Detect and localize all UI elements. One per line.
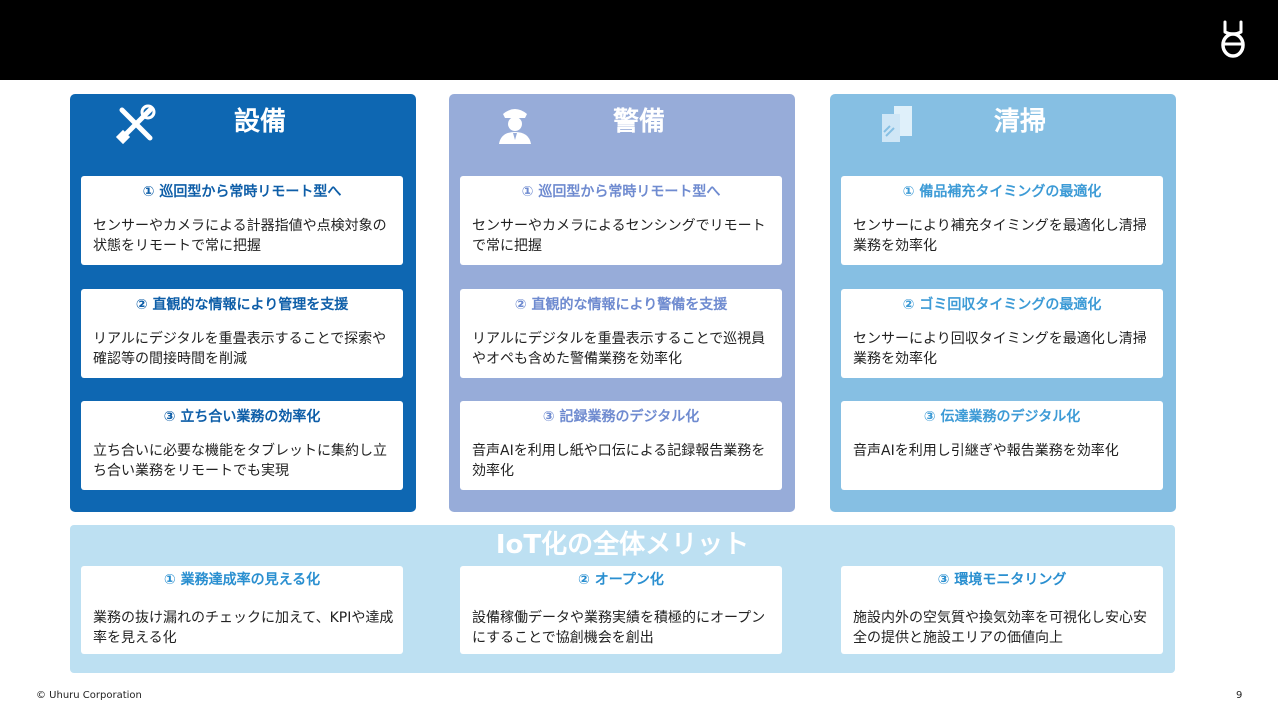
card-body: センサーにより補充タイミングを最適化し清掃業務を効率化: [853, 218, 1147, 254]
top-banner: [0, 0, 1278, 80]
feature-card: ③ 立ち合い業務の効率化 立ち合いに必要な機能をタブレットに集約し立ち合い業務を…: [81, 401, 403, 490]
card-title: ② オープン化: [578, 572, 664, 588]
feature-card: ② ゴミ回収タイミングの最適化 センサーにより回収タイミングを最適化し清掃業務を…: [841, 289, 1163, 378]
card-body: リアルにデジタルを重畳表示することで探索や確認等の間接時間を削減: [93, 331, 387, 367]
column-security: 警備 ① 巡回型から常時リモート型へ センサーやカメラによるセンシングでリモート…: [449, 94, 795, 512]
column-header: 清掃: [830, 94, 1176, 154]
card-body: 施設内外の空気質や換気効率を可視化し安心安全の提供と施設エリアの価値向上: [853, 610, 1147, 646]
card-title: ② ゴミ回収タイミングの最適化: [902, 297, 1102, 313]
card-title: ① 備品補充タイミングの最適化: [902, 184, 1102, 200]
feature-card: ① 巡回型から常時リモート型へ センサーやカメラによる計器指値や点検対象の状態を…: [81, 176, 403, 265]
card-title: ③ 伝達業務のデジタル化: [923, 409, 1081, 425]
uhuru-logo-icon: [1221, 20, 1245, 58]
card-body: 業務の抜け漏れのチェックに加えて、KPIや達成率を見える化: [93, 610, 394, 646]
card-title: ③ 環境モニタリング: [937, 572, 1067, 588]
security-guard-icon: [499, 109, 531, 144]
card-title: ③ 立ち合い業務の効率化: [163, 409, 321, 425]
card-title: ② 直観的な情報により管理を支援: [135, 297, 349, 313]
card-body: センサーやカメラによる計器指値や点検対象の状態をリモートで常に把握: [93, 218, 387, 254]
card-body: 立ち合いに必要な機能をタブレットに集約し立ち合い業務をリモートでも実現: [93, 443, 387, 479]
card-title: ① 巡回型から常時リモート型へ: [521, 184, 721, 200]
merit-card: ③ 環境モニタリング 施設内外の空気質や換気効率を可視化し安心安全の提供と施設エ…: [841, 566, 1163, 654]
card-body: 設備稼働データや業務実績を積極的にオープンにすることで協創機会を創出: [472, 610, 766, 646]
card-body: 音声AIを利用し引継ぎや報告業務を効率化: [853, 443, 1119, 459]
section-title: IoT化の全体メリット: [495, 530, 750, 560]
page-number: 9: [1236, 690, 1243, 701]
column-header: 設備: [70, 94, 416, 154]
card-title: ① 業務達成率の見える化: [163, 572, 321, 588]
merit-card: ② オープン化 設備稼働データや業務実績を積極的にオープンにすることで協創機会を…: [460, 566, 782, 654]
feature-card: ③ 記録業務のデジタル化 音声AIを利用し紙や口伝による記録報告業務を効率化: [460, 401, 782, 490]
feature-card: ② 直観的な情報により警備を支援 リアルにデジタルを重畳表示することで巡視員やオ…: [460, 289, 782, 378]
column-title: 警備: [612, 107, 665, 137]
feature-card: ② 直観的な情報により管理を支援 リアルにデジタルを重畳表示することで探索や確認…: [81, 289, 403, 378]
card-body: センサーにより回収タイミングを最適化し清掃業務を効率化: [853, 331, 1147, 367]
card-body: リアルにデジタルを重畳表示することで巡視員やオペも含めた警備業務を効率化: [472, 331, 766, 367]
iot-merit-section: IoT化の全体メリット ① 業務達成率の見える化 業務の抜け漏れのチェックに加え…: [70, 525, 1175, 673]
merit-card: ① 業務達成率の見える化 業務の抜け漏れのチェックに加えて、KPIや達成率を見え…: [81, 566, 403, 654]
card-body: 音声AIを利用し紙や口伝による記録報告業務を効率化: [472, 443, 766, 479]
column-title: 設備: [233, 107, 286, 137]
feature-card: ① 巡回型から常時リモート型へ センサーやカメラによるセンシングでリモートで常に…: [460, 176, 782, 265]
feature-card: ③ 伝達業務のデジタル化 音声AIを利用し引継ぎや報告業務を効率化: [841, 401, 1163, 490]
card-title: ③ 記録業務のデジタル化: [542, 409, 700, 425]
card-title: ② 直観的な情報により警備を支援: [514, 297, 728, 313]
feature-card: ① 備品補充タイミングの最適化 センサーにより補充タイミングを最適化し清掃業務を…: [841, 176, 1163, 265]
card-body: センサーやカメラによるセンシングでリモートで常に把握: [472, 218, 766, 254]
tools-icon: [115, 104, 156, 145]
column-facility: 設備 ① 巡回型から常時リモート型へ センサーやカメラによる計器指値や点検対象の…: [70, 94, 416, 512]
card-title: ① 巡回型から常時リモート型へ: [142, 184, 342, 200]
copyright: © Uhuru Corporation: [36, 690, 142, 701]
column-title: 清掃: [993, 107, 1046, 137]
cleaning-icon: [882, 106, 912, 142]
column-header: 警備: [449, 94, 795, 154]
column-cleaning: 清掃 ① 備品補充タイミングの最適化 センサーにより補充タイミングを最適化し清掃…: [830, 94, 1176, 512]
